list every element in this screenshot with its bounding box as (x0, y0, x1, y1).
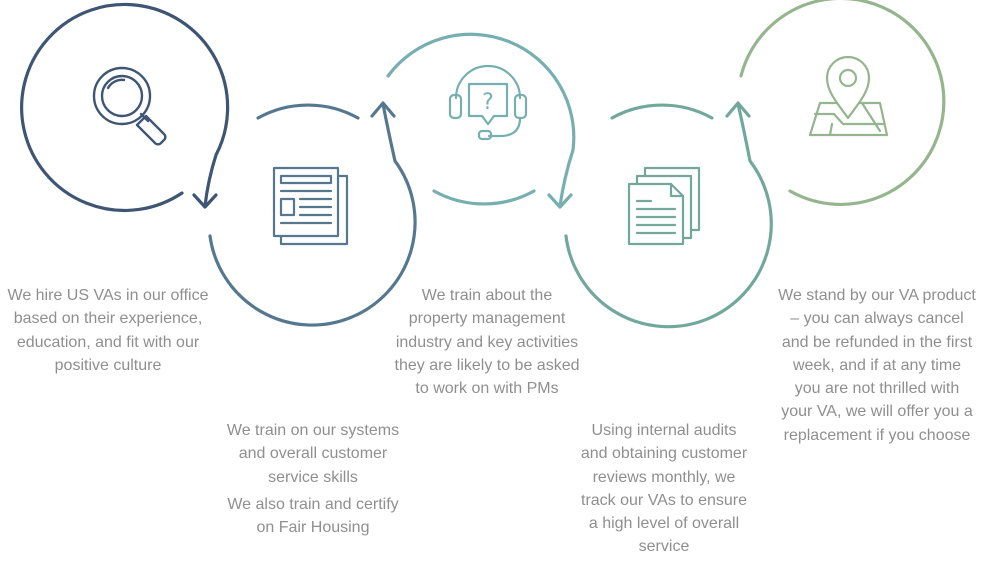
step-1-caption: We hire US VAs in our office based on th… (4, 284, 212, 377)
question-mark-glyph: ? (482, 90, 494, 115)
step-4-text: Using internal audits and obtaining cust… (580, 422, 748, 556)
step-3-text: We train about the property management i… (394, 287, 580, 398)
step-2-text-extra: We also train and certify on Fair Housin… (227, 495, 399, 537)
step-5-arc (739, 0, 946, 206)
step-3-arc (386, 32, 576, 209)
documents-icon (627, 166, 701, 246)
step-2-caption: We train on our systems and overall cust… (220, 419, 406, 539)
map-pin-icon (808, 55, 889, 137)
step-2-arc (208, 101, 417, 327)
magnifier-icon (92, 66, 167, 146)
step-5-caption: We stand by our VA product – you can alw… (778, 284, 976, 447)
step-4-caption: Using internal audits and obtaining cust… (576, 419, 752, 559)
step-5-text: We stand by our VA product – you can alw… (778, 287, 976, 444)
step-2-text: We train on our systems and overall cust… (226, 422, 400, 486)
headset-question-icon: ? (448, 64, 528, 141)
step-1-arc (20, 2, 230, 213)
step-4-arc (564, 101, 773, 329)
newspaper-icon (272, 166, 349, 246)
step-3-caption: We train about the property management i… (392, 284, 582, 400)
step-1-text: We hire US VAs in our office based on th… (7, 287, 209, 374)
